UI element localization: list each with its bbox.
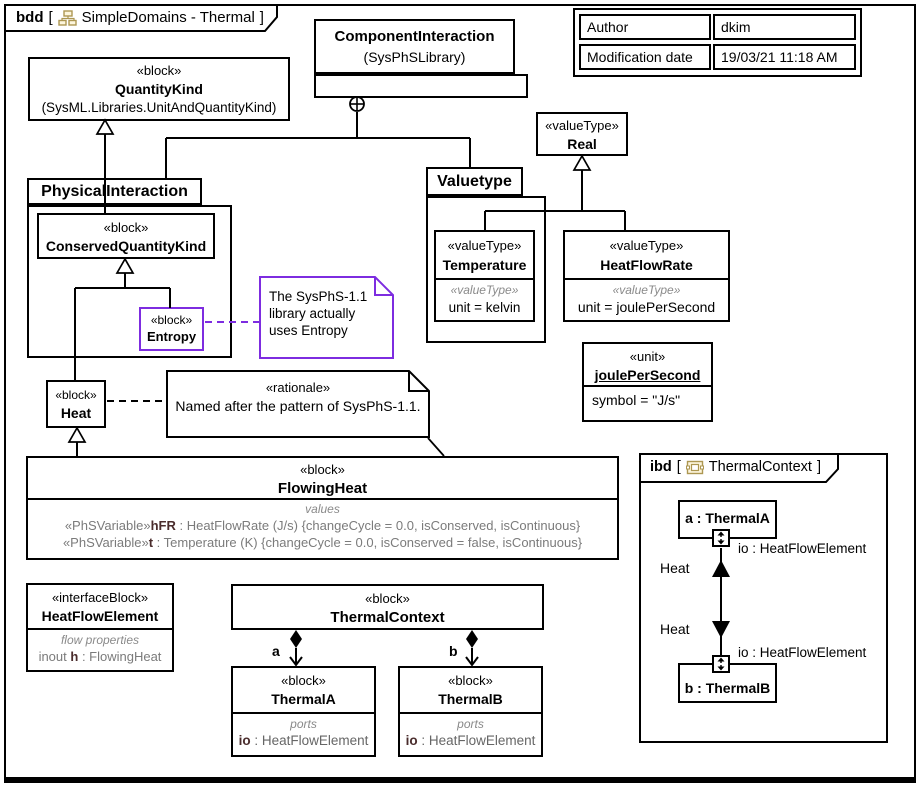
block-entropy[interactable]: «block» Entropy [139, 307, 204, 351]
ibd-diagram-icon [685, 460, 704, 475]
block-componentinteraction[interactable]: ComponentInteraction (SysPhSLibrary) [314, 19, 515, 74]
port-io-thermala: io : HeatFlowElement [238, 733, 369, 748]
port-io-thermalb: io : HeatFlowElement [405, 733, 536, 748]
block-temperature[interactable]: «valueType» Temperature «valueType» unit… [434, 230, 535, 322]
author-label-cell: Author [579, 14, 711, 40]
ibd-kind: ibd [650, 459, 672, 475]
inout-arrows-icon [717, 657, 725, 671]
block-real[interactable]: «valueType» Real [536, 112, 628, 156]
port-a-io[interactable] [712, 529, 730, 547]
package-valuetype-tab[interactable]: Valuetype [426, 167, 523, 196]
block-flowingheat[interactable]: «block» FlowingHeat values «PhSVariable»… [26, 456, 619, 560]
author-value-cell[interactable]: dkim [713, 14, 856, 40]
block-thermalcontext[interactable]: «block» ThermalContext [231, 584, 544, 630]
ibd-title: ThermalContext [708, 459, 812, 475]
diagram-kind: bdd [16, 9, 44, 26]
package-physicalinteraction-tab[interactable]: PhysicalInteraction [27, 178, 202, 205]
block-thermala[interactable]: «block» ThermalA ports io : HeatFlowElem… [231, 666, 376, 757]
modification-date-value-cell[interactable]: 19/03/21 11:18 AM [713, 44, 856, 70]
inout-arrows-icon [717, 531, 725, 545]
value-property-t: «PhSVariable»t : Temperature (K) {change… [62, 535, 583, 550]
block-componentinteraction-compartment [314, 74, 528, 98]
port-b-io[interactable] [712, 655, 730, 673]
item-flow-heat-label-1: Heat [660, 560, 690, 576]
value-property-hfr: «PhSVariable»hFR : HeatFlowRate (J/s) {c… [64, 518, 581, 533]
flow-property-h: inout h : FlowingHeat [38, 649, 162, 664]
item-flow-heat-label-2: Heat [660, 621, 690, 637]
block-heatflowrate[interactable]: «valueType» HeatFlowRate «valueType» uni… [563, 230, 730, 322]
diagram-frame [4, 4, 916, 783]
diagram-title: SimpleDomains - Thermal [81, 9, 255, 26]
composition-a-label[interactable]: a [272, 643, 280, 659]
part-a-thermala[interactable]: a : ThermalA [678, 500, 777, 539]
block-heatflowelement[interactable]: «interfaceBlock» HeatFlowElement flow pr… [26, 583, 174, 672]
entropy-note[interactable]: The SysPhS-1.1 library actually uses Ent… [269, 289, 368, 338]
block-thermalb[interactable]: «block» ThermalB ports io : HeatFlowElem… [398, 666, 543, 757]
block-joulepersecond[interactable]: «unit» joulePerSecond symbol = "J/s" [582, 342, 713, 422]
diagram-tab[interactable]: bdd [ SimpleDomains - Thermal ] [16, 9, 264, 26]
block-conservedquantitykind[interactable]: «block» ConservedQuantityKind [37, 213, 215, 259]
port-b-io-label: io : HeatFlowElement [738, 645, 867, 660]
block-heat[interactable]: «block» Heat [46, 380, 106, 428]
modification-date-label-cell: Modification date [579, 44, 711, 70]
block-quantitykind[interactable]: «block» QuantityKind (SysML.Libraries.Un… [28, 57, 290, 121]
ibd-tab[interactable]: ibd [ ThermalContext ] [650, 459, 821, 475]
rationale-note[interactable]: «rationale» Named after the pattern of S… [175, 380, 421, 414]
port-a-io-label: io : HeatFlowElement [738, 541, 867, 556]
composition-b-label[interactable]: b [449, 643, 458, 659]
bdd-diagram-icon [57, 9, 77, 26]
